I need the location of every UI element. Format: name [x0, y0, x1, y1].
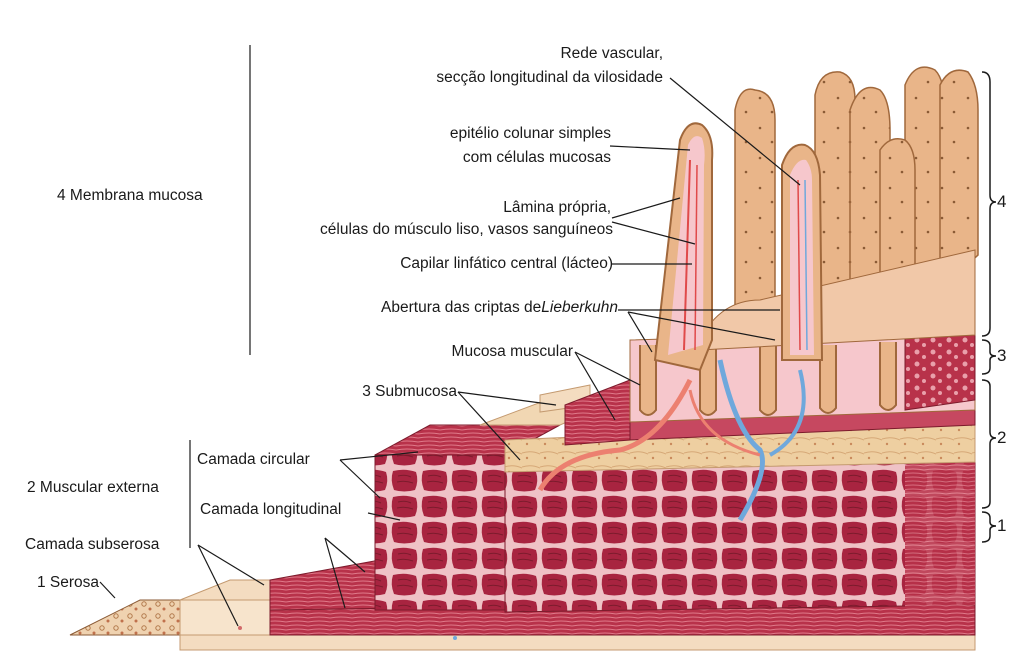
label-abertura: Abertura das criptas deLieberkuhn	[381, 298, 618, 317]
label-camada-longitudinal: Camada longitudinal	[200, 500, 341, 519]
scale-number-4: 4	[997, 192, 1006, 211]
label-muscular-externa: 2 Muscular externa	[27, 478, 159, 497]
scale-number-3: 3	[997, 346, 1006, 365]
label-camada-subserosa: Camada subserosa	[25, 535, 159, 554]
label-rede-vascular-2: secção longitudinal da vilosidade	[436, 68, 663, 87]
label-mucosa-muscular: Mucosa muscular	[452, 342, 573, 361]
label-lamina-2: células do músculo liso, vasos sanguíneo…	[320, 220, 613, 239]
label-epitelio-1: epitélio colunar simples	[450, 124, 611, 143]
label-abertura-prefix: Abertura das criptas de	[381, 299, 541, 316]
layer-brackets	[982, 72, 996, 542]
scale-number-2: 2	[997, 428, 1006, 447]
label-submucosa: 3 Submucosa	[362, 382, 457, 401]
label-epitelio-2: com células mucosas	[463, 148, 611, 167]
sectioned-villus-left	[655, 123, 712, 370]
label-membrana-mucosa: 4 Membrana mucosa	[57, 186, 203, 205]
label-abertura-italic: Lieberkuhn	[541, 299, 618, 316]
scale-number-1: 1	[997, 516, 1006, 535]
label-rede-vascular-1: Rede vascular,	[560, 44, 663, 63]
label-camada-circular: Camada circular	[197, 450, 310, 469]
sectioned-villus-right	[782, 145, 822, 360]
villi	[700, 67, 978, 350]
label-lamina-1: Lâmina própria,	[503, 198, 611, 217]
label-capilar: Capilar linfático central (lácteo)	[400, 254, 613, 273]
label-serosa: 1 Serosa	[37, 573, 99, 592]
